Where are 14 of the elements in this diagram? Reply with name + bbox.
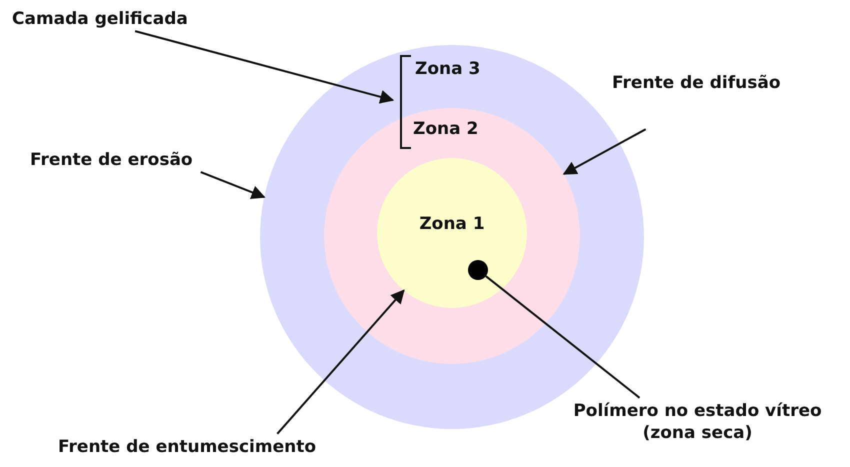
zone-label: Zona 3 — [415, 58, 480, 80]
dot-marker — [468, 260, 488, 280]
arrow — [276, 289, 405, 434]
callout-text: Frente de erosão — [30, 149, 193, 171]
callout-text: Camada gelificada — [12, 8, 188, 30]
zone-label: Zona 1 — [418, 213, 486, 235]
callout-text: Polímero no estado vítreo (zona seca) — [545, 400, 850, 444]
callout-text: Frente de difusão — [612, 72, 780, 94]
arrow — [200, 171, 266, 199]
callout-text: Frente de entumescimento — [58, 436, 316, 458]
leader-line — [485, 275, 640, 399]
arrow — [562, 128, 646, 175]
arrow — [134, 30, 394, 104]
zone-label: Zona 2 — [413, 118, 478, 140]
